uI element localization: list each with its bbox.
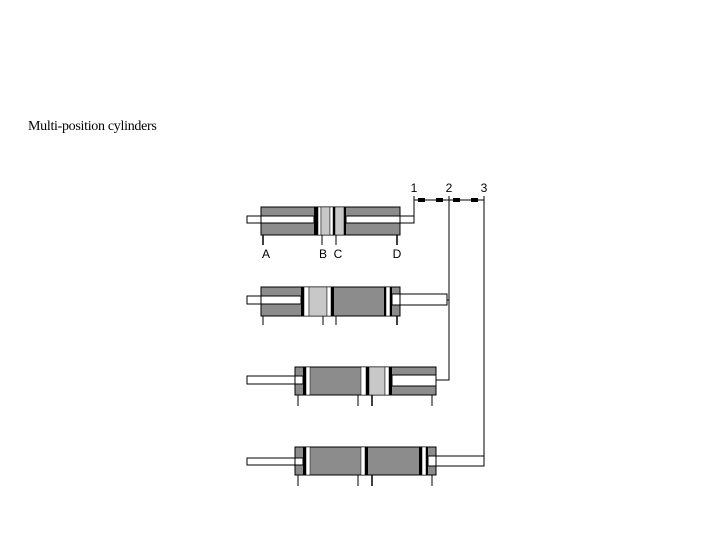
- piston-rod-left: [246, 295, 262, 305]
- internal-rod-right: [391, 374, 437, 387]
- internal-rod-left: [260, 295, 302, 305]
- internal-rod-right: [391, 293, 401, 306]
- internal-rod-left: [260, 215, 315, 224]
- internal-rod-right: [345, 215, 401, 224]
- piston-seal: [314, 207, 318, 235]
- position-label-2: 2: [446, 181, 453, 195]
- port-label-b: B: [319, 247, 327, 261]
- slide-title: Multi-position cylinders: [28, 119, 157, 134]
- port-label-c: C: [334, 247, 343, 261]
- stroke-dimension-ticks: [418, 198, 478, 202]
- cylinder-position-3: [246, 446, 485, 486]
- position-label-1: 1: [411, 181, 418, 195]
- piston-c: [334, 206, 345, 236]
- piston-rod-left: [246, 215, 262, 224]
- position-leader-lines: [413, 196, 485, 463]
- piston-rod-right: [399, 215, 415, 224]
- piston-b: [308, 286, 328, 317]
- piston-rod-right: [399, 293, 448, 306]
- cylinder-position-1: A B C D: [246, 206, 415, 261]
- piston-rod-left: [246, 457, 296, 466]
- piston-b: [320, 206, 331, 236]
- piston-rod-right: [431, 455, 485, 467]
- piston-rod-left: [246, 375, 296, 385]
- cylinder-position-2: [246, 286, 448, 325]
- piston-c: [368, 366, 386, 396]
- cylinder-position-2-shifted: [246, 366, 437, 406]
- position-label-3: 3: [481, 181, 488, 195]
- port-label-d: D: [393, 247, 402, 261]
- port-label-a: A: [262, 247, 270, 261]
